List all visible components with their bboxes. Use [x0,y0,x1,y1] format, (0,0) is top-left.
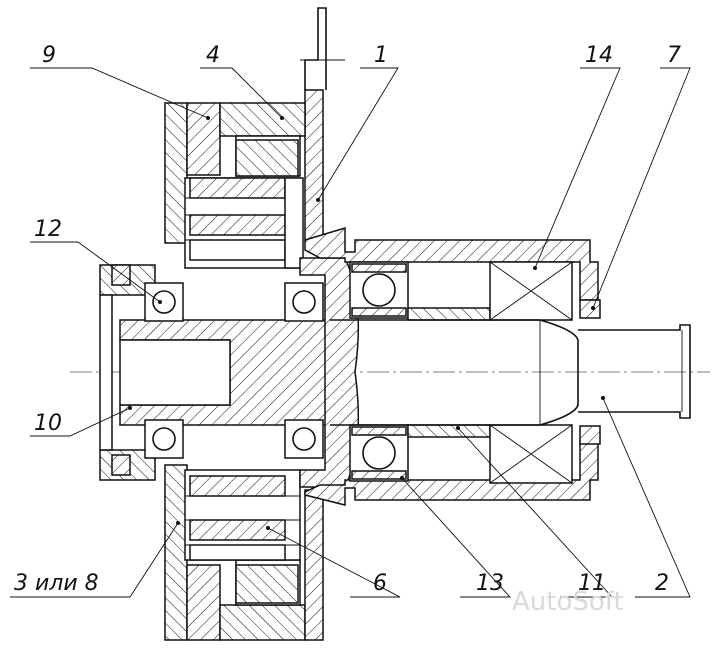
roller-bearing-top [489,261,573,321]
callout-12: 12 [34,217,62,242]
carrier-shaft [119,257,360,488]
output-shaft [330,319,691,426]
callout-13: 13 [476,571,504,596]
callout-11: 11 [578,571,606,596]
callout-2: 2 [655,571,669,596]
leader-lines [10,67,691,598]
right-housing [304,226,599,506]
bearing-mid-top [284,282,324,322]
callout-4: 4 [206,43,220,68]
bearing-left-bottom [144,419,184,459]
end-cap [579,299,601,445]
callout-10: 10 [34,411,62,436]
flange-plate-top [300,7,345,241]
left-cover [99,264,156,481]
gear-housing-upper [164,102,306,269]
callout-9: 9 [42,43,56,68]
callout-3-or-8: 3 или 8 [14,571,99,596]
bearing-left-top [144,282,184,322]
callout-6: 6 [373,571,387,596]
callout-14: 14 [585,43,613,68]
bearing-large-bottom [349,424,409,482]
bearing-large-top [349,261,409,319]
leader-dots [128,116,605,530]
bearing-mid-bottom [284,419,324,459]
spacer-sleeve [407,307,491,438]
callout-1: 1 [374,43,388,68]
watermark: AutoSoft [512,587,624,617]
gear-housing-lower [164,464,324,641]
roller-bearing-bottom [489,424,573,484]
callout-7: 7 [667,43,681,68]
